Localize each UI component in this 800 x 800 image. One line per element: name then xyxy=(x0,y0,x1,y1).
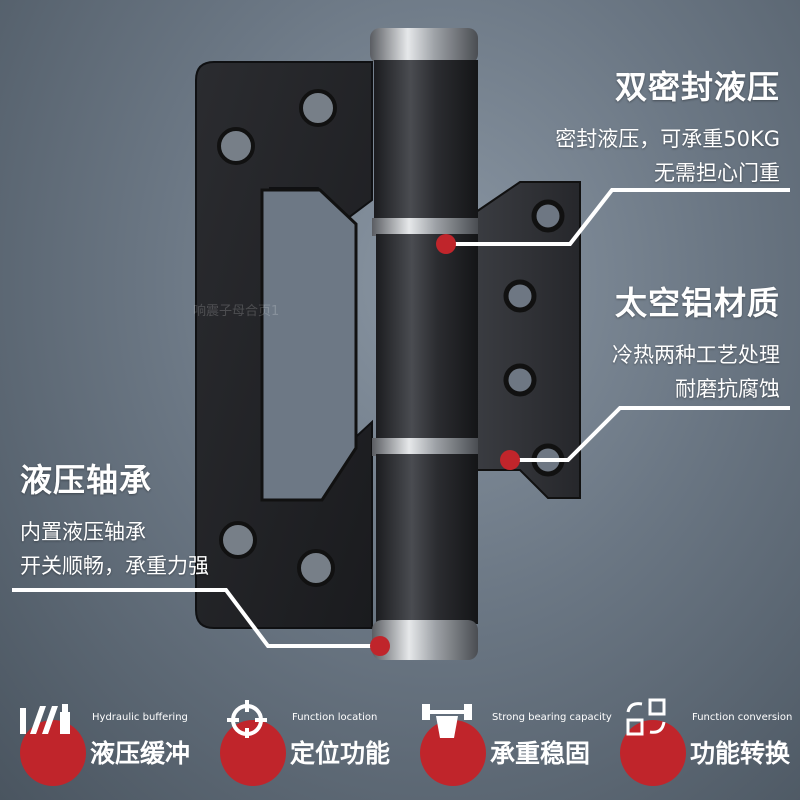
callout-title: 液压轴承 xyxy=(20,461,153,499)
feature-circle xyxy=(20,720,86,786)
crosshair-icon xyxy=(227,700,267,738)
hydraulic-icon xyxy=(20,704,70,734)
hinge-barrel xyxy=(370,28,478,660)
callout-line: 耐磨抗腐蚀 xyxy=(675,377,780,401)
callout-aluminum: 太空铝材质 冷热两种工艺处理 耐磨抗腐蚀 xyxy=(612,278,780,406)
feature-en-label: Function location xyxy=(292,712,378,723)
callout-line: 无需担心门重 xyxy=(654,161,780,185)
callout-line: 内置液压轴承 xyxy=(20,520,146,544)
outer-leaf-plate xyxy=(195,61,373,629)
marker-dot xyxy=(436,234,456,254)
feature-cn-label: 定位功能 xyxy=(290,739,391,768)
callout-line: 密封液压，可承重50KG xyxy=(555,127,780,151)
conversion-icon xyxy=(626,698,666,736)
feature-hydraulic-buffering: Hydraulic buffering 液压缓冲 xyxy=(0,690,200,800)
feature-en-label: Function conversion xyxy=(692,712,793,723)
feature-en-label: Strong bearing capacity xyxy=(492,712,612,723)
callout-title: 太空铝材质 xyxy=(614,284,780,322)
callout-title: 双密封液压 xyxy=(614,68,780,106)
feature-bearing-capacity: Strong bearing capacity 承重稳固 xyxy=(400,690,612,800)
callout-leaders xyxy=(12,188,790,648)
feature-cn-label: 功能转换 xyxy=(690,739,791,768)
callout-double-seal: 双密封液压 密封液压，可承重50KG 无需担心门重 xyxy=(555,62,780,190)
callout-line: 开关顺畅，承重力强 xyxy=(20,554,209,578)
marker-dot xyxy=(370,636,390,656)
callout-hydraulic-bearing: 液压轴承 内置液压轴承 开关顺畅，承重力强 xyxy=(20,455,209,583)
marker-dot xyxy=(500,450,520,470)
feature-bar: Hydraulic buffering 液压缓冲 Function locati… xyxy=(0,690,800,800)
watermark: 响震子母合页1 xyxy=(193,304,280,319)
feature-function-conversion: Function conversion 功能转换 xyxy=(600,690,800,800)
feature-en-label: Hydraulic buffering xyxy=(92,712,188,723)
feature-cn-label: 液压缓冲 xyxy=(90,739,191,768)
feature-function-location: Function location 定位功能 xyxy=(200,690,400,800)
weight-lift-icon xyxy=(422,704,472,738)
callout-line: 冷热两种工艺处理 xyxy=(612,343,780,367)
feature-cn-label: 承重稳固 xyxy=(490,739,591,768)
inner-leaf-plate xyxy=(475,181,581,499)
